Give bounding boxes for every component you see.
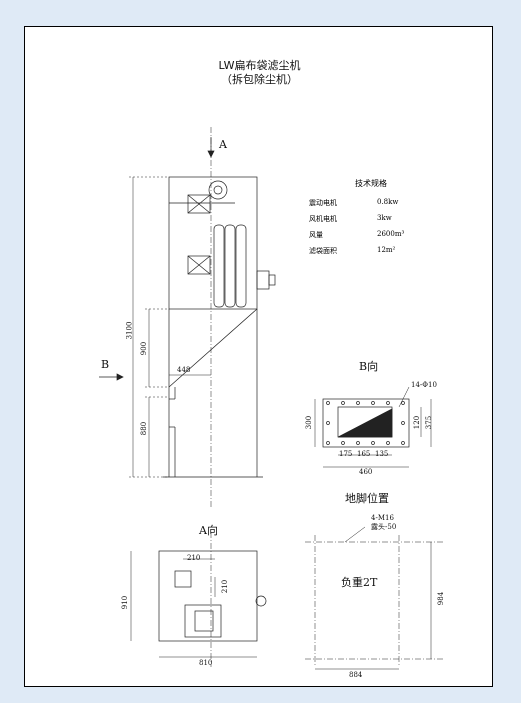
dim-b-seg1: 175 bbox=[339, 450, 353, 458]
dim-b-right-height: 375 bbox=[425, 415, 434, 430]
dim-total-height: 3100 bbox=[125, 321, 134, 340]
drawing-canvas bbox=[99, 127, 445, 670]
spec-row-name: 风量 bbox=[309, 231, 323, 239]
view-b bbox=[314, 386, 432, 468]
foundation-plan bbox=[305, 526, 445, 670]
dim-b-width: 460 bbox=[359, 468, 373, 476]
dim-b-outer-height: 300 bbox=[305, 415, 314, 430]
main-dimensions bbox=[129, 176, 211, 478]
view-b-title: B向 bbox=[359, 360, 379, 373]
spec-heading: 技术规格 bbox=[355, 179, 387, 188]
drawing-title: LW扁布袋滤尘机 bbox=[218, 59, 301, 72]
foundation-bolt-note-1: 4-M16 bbox=[371, 514, 394, 522]
dim-lower-height: 880 bbox=[140, 421, 149, 436]
dim-b-inner-height: 120 bbox=[413, 415, 422, 430]
section-a-arrowhead bbox=[207, 150, 215, 158]
spec-row-value: 0.8kw bbox=[377, 198, 399, 206]
drawing-subtitle: （拆包除尘机） bbox=[221, 73, 298, 86]
spec-row-value: 2600m³ bbox=[377, 230, 405, 238]
view-a-title: A向 bbox=[199, 524, 218, 537]
view-a bbox=[130, 532, 267, 667]
foundation-bolt-note-2: 露头-50 bbox=[371, 523, 397, 531]
view-b-hole-note: 14-Φ10 bbox=[411, 381, 437, 389]
dim-a-side: 210 bbox=[221, 579, 230, 594]
foundation-load: 负重2T bbox=[341, 576, 378, 589]
dim-b-seg3: 135 bbox=[375, 450, 389, 458]
spec-row-name: 风机电机 bbox=[309, 215, 337, 223]
section-b-arrowhead bbox=[116, 373, 124, 381]
dim-a-height: 910 bbox=[121, 595, 130, 610]
spec-row-name: 滤袋面积 bbox=[309, 247, 337, 255]
spec-row-value: 3kw bbox=[377, 214, 392, 222]
dim-f-height: 984 bbox=[437, 591, 446, 606]
spec-row-name: 震动电机 bbox=[309, 199, 337, 207]
dim-upper-height: 900 bbox=[140, 341, 149, 356]
dim-b-seg2: 165 bbox=[357, 450, 371, 458]
section-b-marker: B bbox=[101, 358, 110, 371]
dim-f-width: 884 bbox=[349, 671, 363, 679]
main-elevation bbox=[163, 176, 276, 478]
drawing-sheet: LW扁布袋滤尘机 （拆包除尘机） bbox=[24, 26, 493, 687]
foundation-title: 地脚位置 bbox=[345, 492, 389, 505]
dim-offset: 448 bbox=[177, 366, 191, 374]
dim-a-top-width: 210 bbox=[187, 554, 201, 562]
dim-a-width: 810 bbox=[199, 659, 213, 667]
spec-row-value: 12m² bbox=[377, 246, 396, 254]
section-a-marker: A bbox=[219, 138, 227, 151]
